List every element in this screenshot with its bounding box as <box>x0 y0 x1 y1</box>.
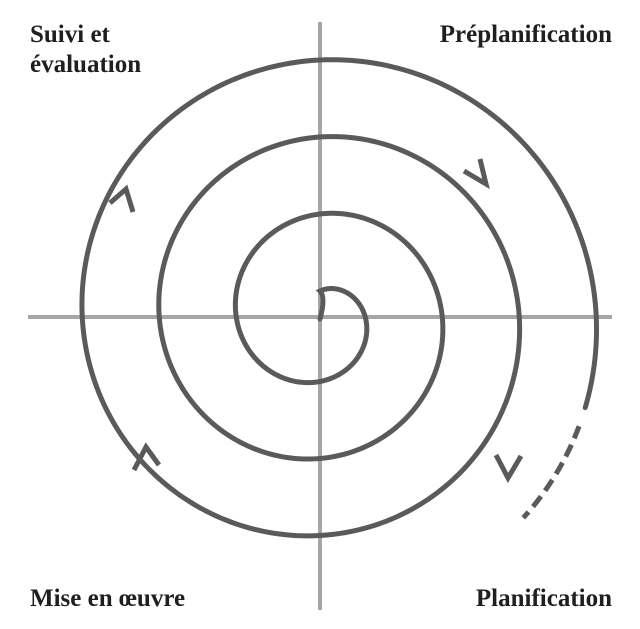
label-mise-en-oeuvre: Mise en œuvre <box>30 585 186 612</box>
label-suivi-line2: évaluation <box>30 51 142 78</box>
arrowhead-top-right <box>462 158 490 190</box>
spiral-path <box>79 57 600 539</box>
label-suivi-line1: Suivi et <box>30 21 110 48</box>
spiral-dashed-tail <box>521 425 582 520</box>
label-preplanification: Préplanification <box>439 21 612 48</box>
arrowhead-bottom-right <box>493 453 524 484</box>
arrowhead-bottom-left <box>131 442 162 472</box>
label-suivi-evaluation: Suivi et évaluation <box>30 20 141 80</box>
arrowhead-top-left <box>108 184 136 213</box>
label-planification: Planification <box>475 585 612 612</box>
